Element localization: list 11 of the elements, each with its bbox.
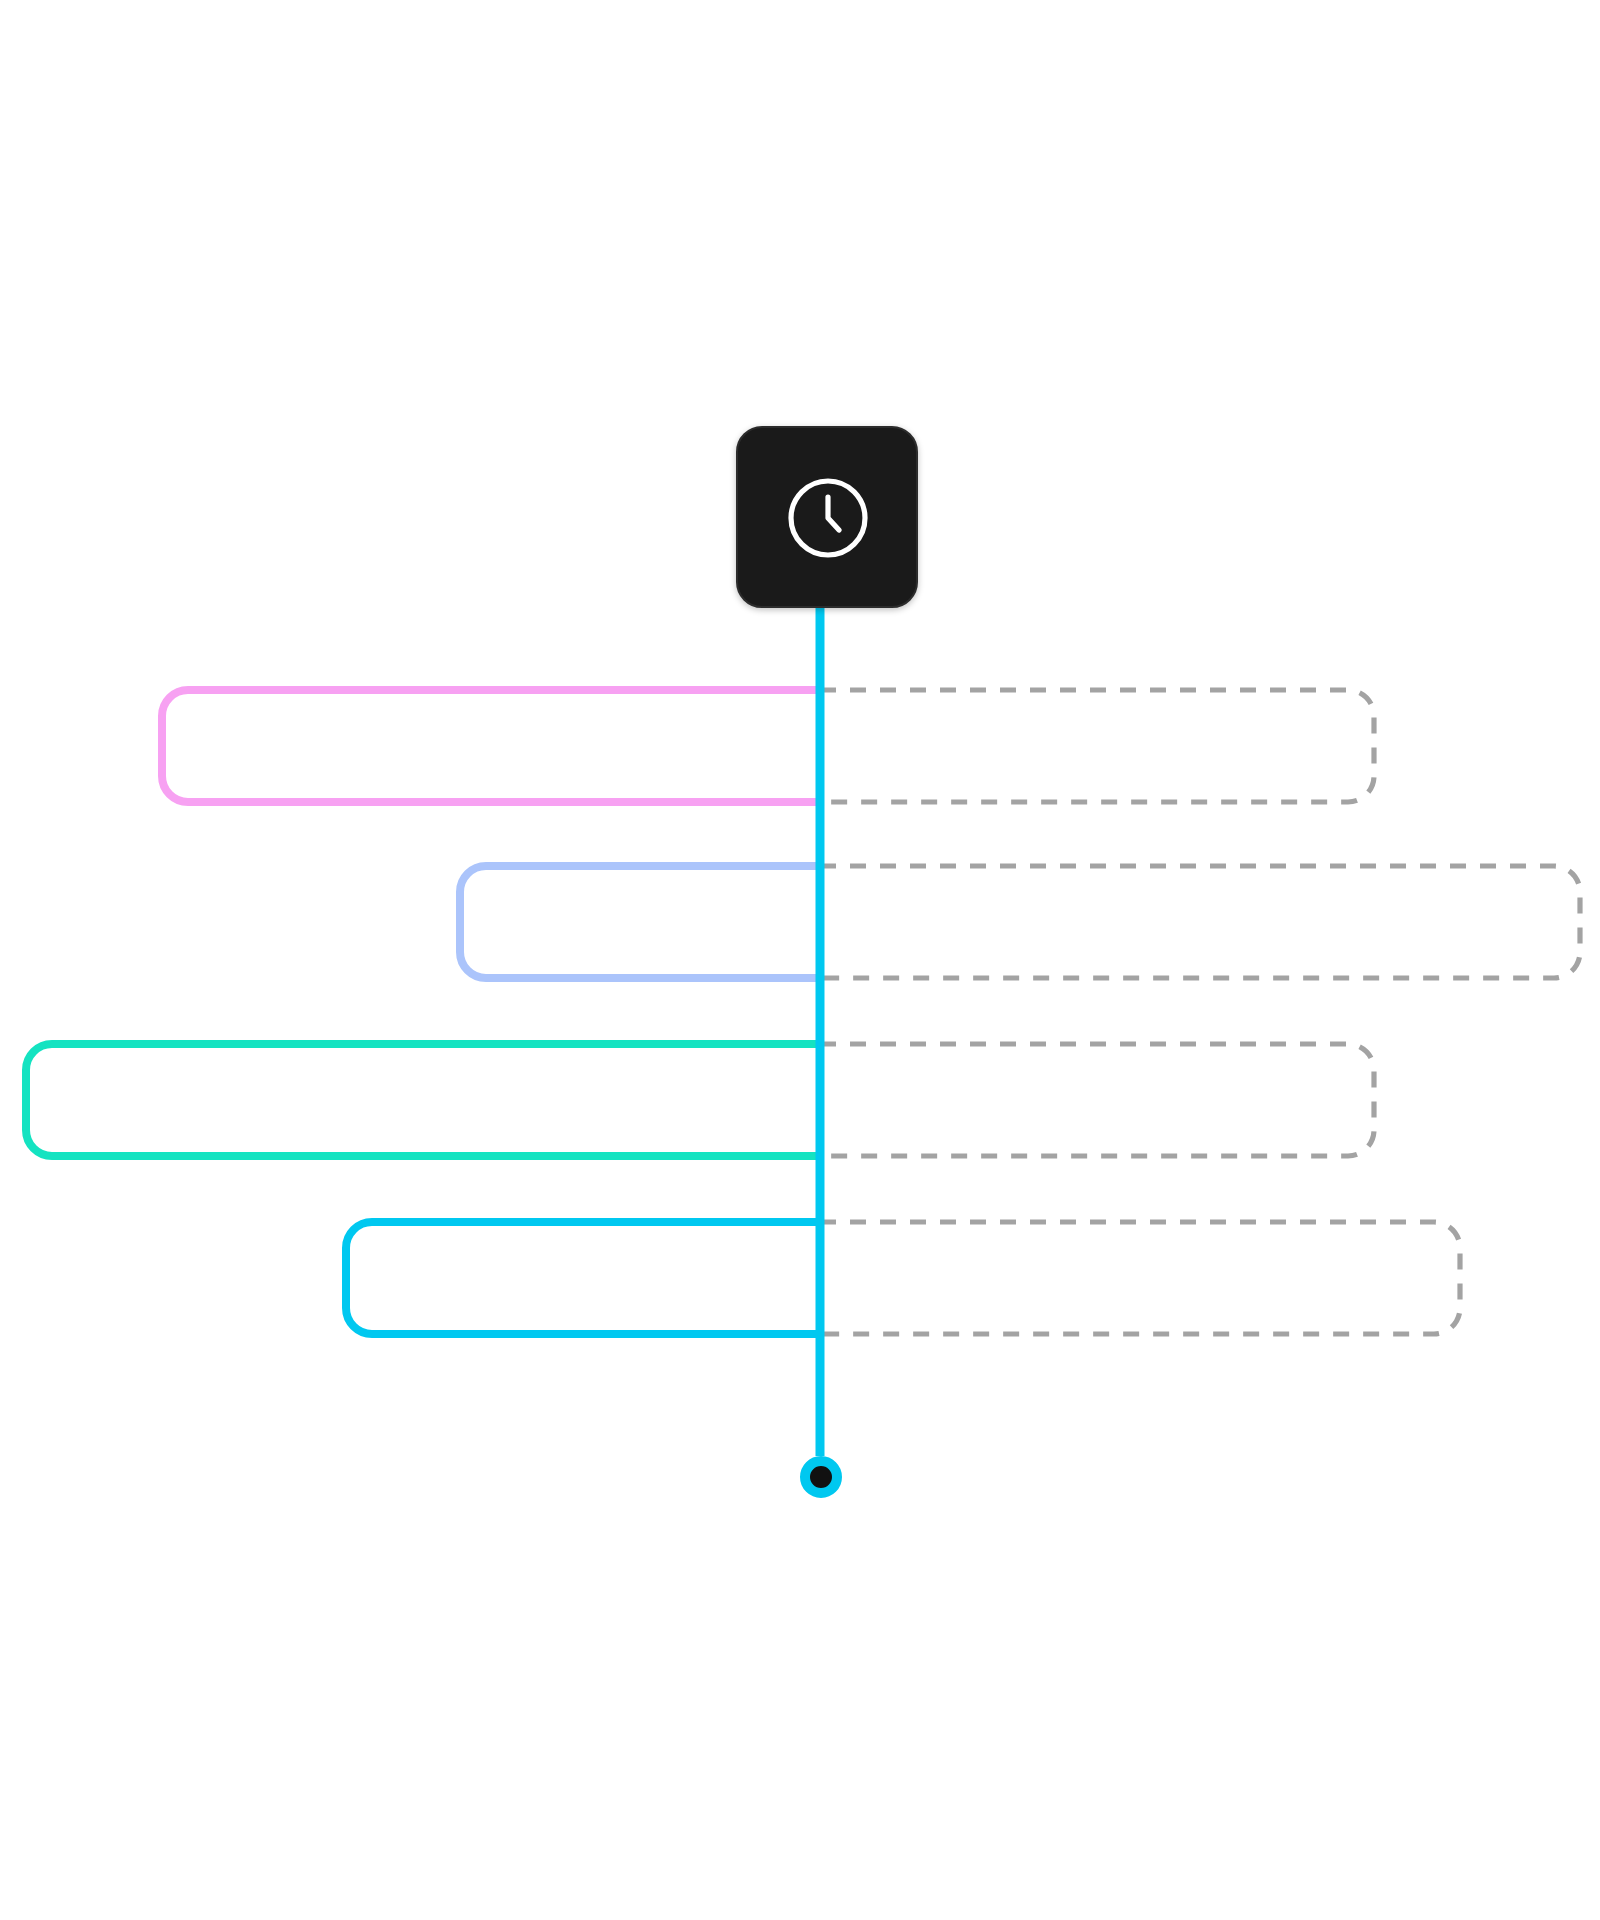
timeline-line bbox=[815, 982, 825, 1040]
timeline-bar bbox=[456, 862, 1584, 982]
timeline-bar bbox=[22, 1040, 1378, 1160]
end-dot bbox=[800, 1456, 842, 1498]
timeline-bar bbox=[342, 1218, 1464, 1338]
timeline-line bbox=[815, 1160, 825, 1218]
timeline-line bbox=[815, 608, 825, 686]
timeline-line bbox=[815, 1338, 825, 1456]
clock-tile bbox=[736, 426, 918, 608]
timeline-bar bbox=[158, 686, 1378, 806]
timeline-line bbox=[815, 806, 825, 862]
